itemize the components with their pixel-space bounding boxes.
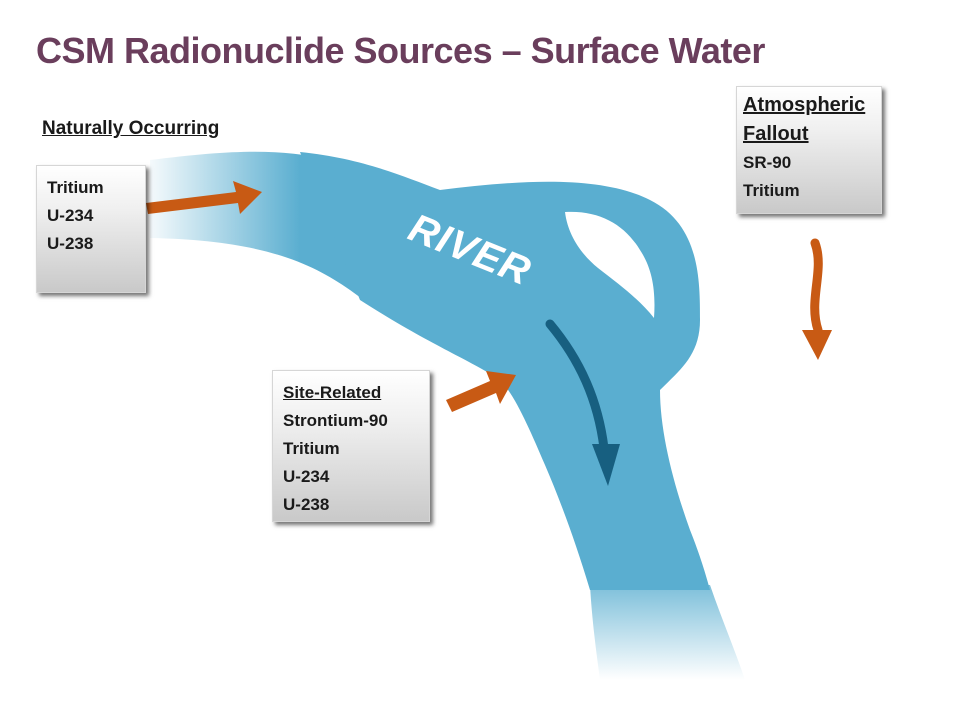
flow-arrow (545, 319, 609, 453)
natural-item: Tritium (47, 178, 104, 197)
naturally-occurring-box: Tritium U-234 U-238 (36, 165, 146, 293)
natural-source-arrow (146, 181, 262, 214)
natural-item: U-238 (47, 234, 94, 253)
fallout-item: Tritium (743, 181, 800, 200)
site-item: U-238 (283, 495, 330, 514)
site-item: Tritium (283, 439, 340, 458)
natural-item: U-234 (47, 206, 94, 225)
site-related-heading: Site-Related (283, 383, 382, 402)
site-item: U-234 (283, 467, 330, 486)
atmospheric-fallout-heading-line: Atmospheric (743, 94, 866, 116)
site-related-box: Site-Related Strontium-90 Tritium U-234 … (272, 370, 430, 522)
atmospheric-fallout-box: Atmospheric Fallout SR-90 Tritium (736, 86, 882, 214)
flow-arrow-head (592, 444, 620, 486)
site-source-arrow (446, 371, 516, 412)
fallout-arrow (810, 238, 823, 335)
river-lower-channel (590, 585, 745, 680)
fallout-arrow-head (802, 330, 832, 360)
fallout-item: SR-90 (743, 153, 792, 172)
slide-title: CSM Radionuclide Sources – Surface Water (36, 30, 765, 71)
naturally-occurring-heading: Naturally Occurring (42, 118, 220, 139)
site-item: Strontium-90 (283, 411, 388, 430)
atmospheric-fallout-heading-line: Fallout (743, 123, 809, 145)
river-island (565, 211, 655, 318)
